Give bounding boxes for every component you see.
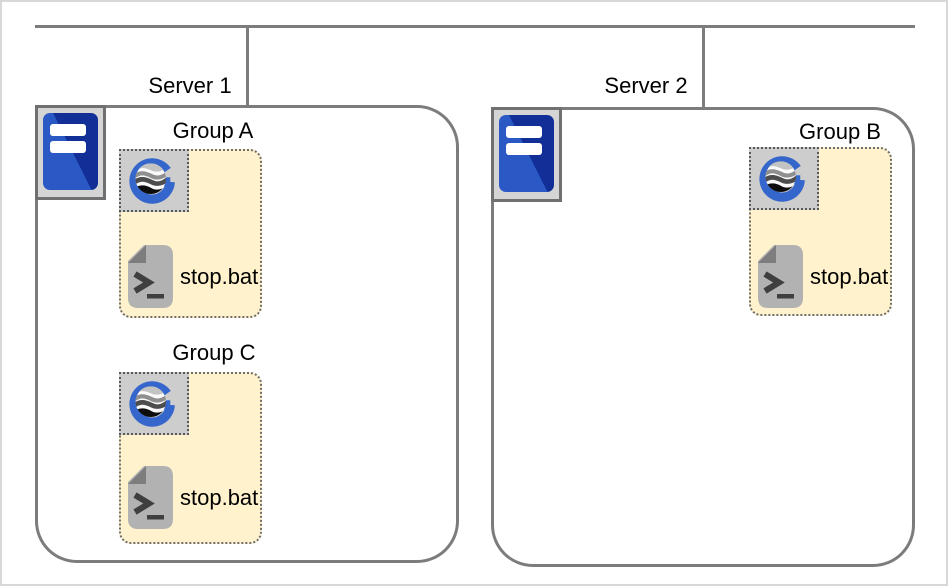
server2-icon-panel: [491, 107, 562, 202]
group-b-app-icon-panel: [749, 147, 819, 210]
group-b-script-filename: stop.bat: [810, 263, 889, 289]
network-trunk-line: [35, 25, 915, 28]
terminal-script-file-icon: [128, 245, 173, 308]
terminal-script-file-icon: [758, 245, 803, 308]
group-c-app-icon-panel: [119, 372, 189, 435]
terminal-script-file-icon: [128, 466, 173, 529]
server1-icon-panel: [35, 105, 106, 200]
group-b-script-item: stop.bat: [757, 244, 888, 309]
group-c-label: Group C: [172, 340, 256, 365]
group-a-app-icon-panel: [119, 149, 189, 212]
group-a-label: Group A: [172, 118, 254, 143]
group-b-label: Group B: [799, 119, 881, 144]
server-tower-icon: [499, 115, 554, 192]
server1-label: Server 1: [148, 73, 232, 98]
g-globe-logo-icon: [129, 157, 175, 204]
server2-connector-line: [702, 25, 705, 107]
group-c-script-item: stop.bat: [127, 465, 258, 530]
g-globe-logo-icon: [759, 155, 805, 202]
server-tower-icon: [43, 113, 98, 190]
group-c-script-filename: stop.bat: [180, 484, 259, 510]
server1-connector-line: [246, 25, 249, 105]
group-a-script-item: stop.bat: [127, 244, 258, 309]
group-a-script-filename: stop.bat: [180, 263, 259, 289]
server2-label: Server 2: [604, 73, 688, 98]
g-globe-logo-icon: [129, 380, 175, 427]
